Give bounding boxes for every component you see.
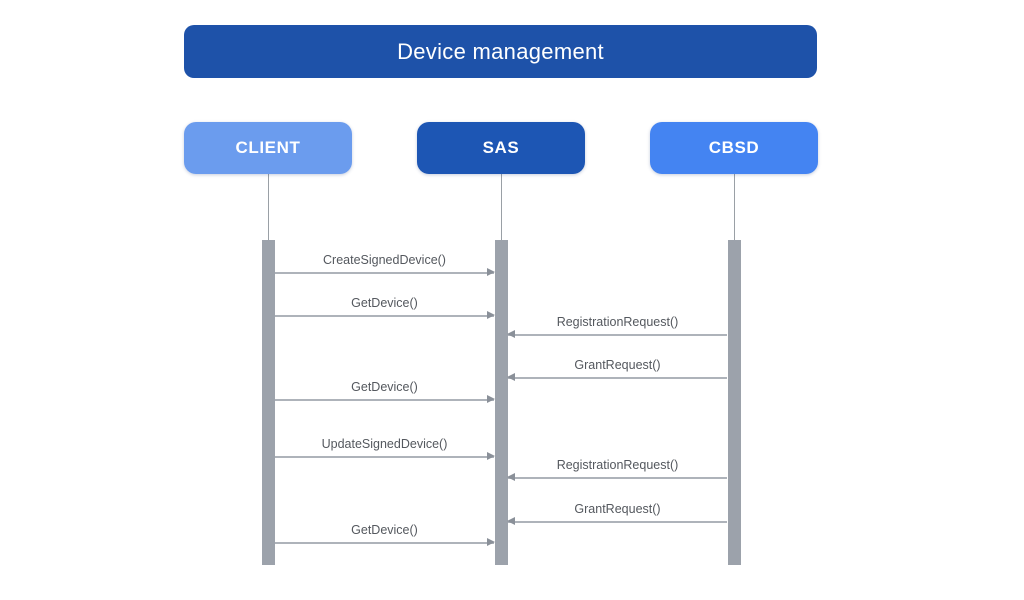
message-label: GetDevice() <box>351 523 418 537</box>
arrowhead-icon <box>487 395 495 403</box>
actor-label-client: CLIENT <box>235 138 301 157</box>
arrowhead-icon <box>487 538 495 546</box>
activation-bar-client <box>261 240 275 565</box>
message-arrow <box>507 373 727 381</box>
message-label: GrantRequest() <box>574 358 661 372</box>
diagram-title-bar: Device management <box>184 25 817 78</box>
message-label: GetDevice() <box>351 296 418 310</box>
actor-box-sas: SAS <box>417 122 585 174</box>
message-arrow <box>275 395 495 403</box>
actor-box-cbsd: CBSD <box>650 122 818 174</box>
message-arrow <box>507 330 727 338</box>
arrowhead-icon <box>487 452 495 460</box>
diagram-title: Device management <box>397 38 604 64</box>
arrowhead-icon <box>507 330 515 338</box>
message-arrow <box>275 452 495 460</box>
message-arrow <box>507 473 727 481</box>
message-label: UpdateSignedDevice() <box>321 437 448 451</box>
message-arrow <box>275 268 495 276</box>
arrowhead-icon <box>487 311 495 319</box>
arrowhead-icon <box>507 517 515 525</box>
message-arrow <box>275 311 495 319</box>
message-label: RegistrationRequest() <box>556 315 679 329</box>
message-label: GetDevice() <box>351 380 418 394</box>
actor-box-client: CLIENT <box>184 122 352 174</box>
actor-label-sas: SAS <box>482 138 520 157</box>
activation-bar-sas <box>494 240 508 565</box>
message-label: RegistrationRequest() <box>556 458 679 472</box>
message-arrow <box>507 517 727 525</box>
message-label: CreateSignedDevice() <box>323 253 446 267</box>
message-arrow <box>275 538 495 546</box>
arrowhead-icon <box>507 373 515 381</box>
arrowhead-icon <box>507 473 515 481</box>
arrowhead-icon <box>487 268 495 276</box>
activation-bar-cbsd <box>727 240 741 565</box>
message-label: GrantRequest() <box>574 502 661 516</box>
actor-label-cbsd: CBSD <box>708 138 760 157</box>
